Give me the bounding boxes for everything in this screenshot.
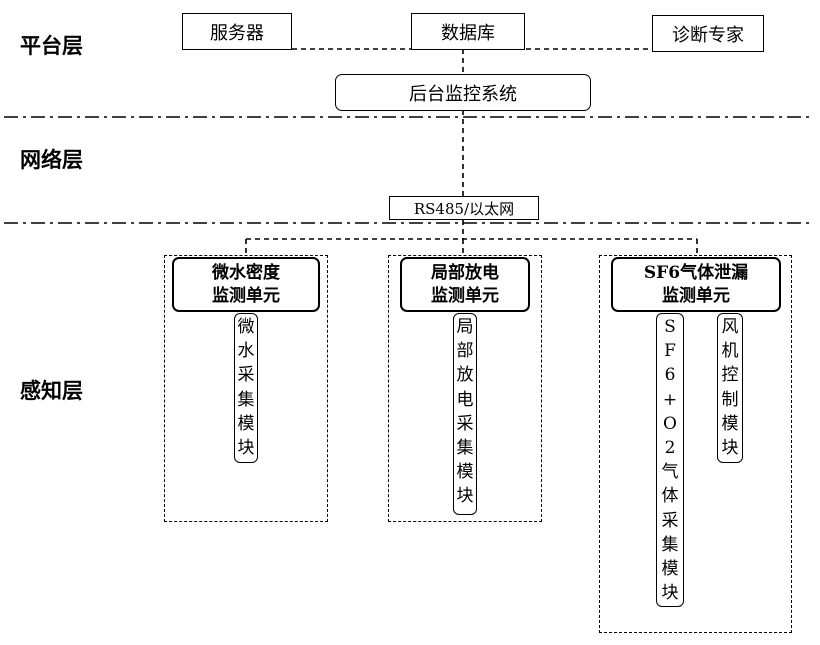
sf6-leak-unit: SF6气体泄漏 监测单元 — [611, 257, 781, 312]
micro-water-cluster — [164, 255, 328, 522]
unit-title-line2: 监测单元 — [431, 285, 499, 306]
layer-label-platform: 平台层 — [20, 34, 83, 58]
sf6-o2-gas-acquisition-module: S F 6 + O 2 气 体 采 集 模 块 — [656, 313, 684, 607]
layer-label-perception: 感知层 — [20, 379, 83, 403]
server-node: 服务器 — [182, 13, 292, 50]
sf6-leak-cluster — [599, 255, 792, 633]
diagnosis-expert-node: 诊断专家 — [652, 15, 764, 52]
backend-monitoring-node: 后台监控系统 — [335, 74, 591, 111]
micro-water-unit: 微水密度 监测单元 — [172, 257, 320, 312]
unit-title-line2: 监测单元 — [662, 285, 730, 306]
unit-title-line2: 监测单元 — [212, 285, 280, 306]
fan-control-module: 风 机 控 制 模 块 — [717, 313, 743, 463]
unit-title-line1: 微水密度 — [212, 262, 280, 283]
database-node: 数据库 — [411, 13, 525, 50]
unit-title-line1: 局部放电 — [431, 262, 499, 283]
unit-title-line1: SF6气体泄漏 — [643, 262, 749, 283]
partial-discharge-acquisition-module: 局 部 放 电 采 集 模 块 — [453, 313, 477, 515]
layer-label-network: 网络层 — [20, 148, 83, 172]
partial-discharge-cluster — [388, 255, 542, 522]
network-link-tag: RS485/以太网 — [389, 196, 539, 220]
micro-water-acquisition-module: 微 水 采 集 模 块 — [234, 313, 258, 463]
partial-discharge-unit: 局部放电 监测单元 — [400, 257, 530, 312]
